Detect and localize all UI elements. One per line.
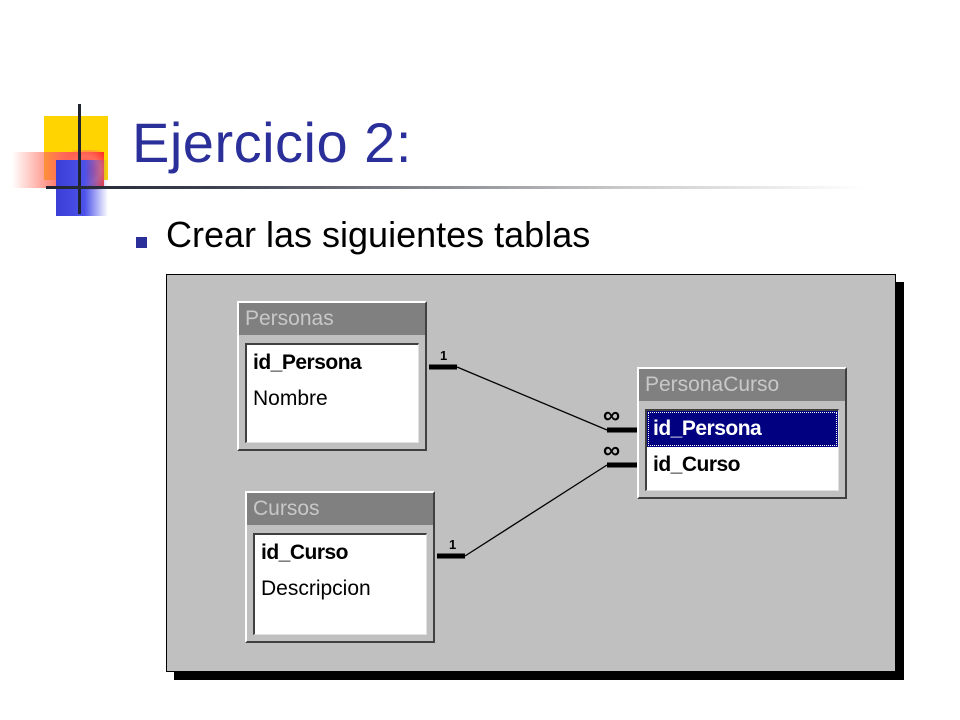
relation-personas-line[interactable] <box>456 366 608 431</box>
field-id-persona[interactable]: id_Persona <box>253 351 362 374</box>
cardinality-many-label: ∞ <box>603 437 620 464</box>
cardinality-one-label: 1 <box>440 348 447 363</box>
relation-cursos-line[interactable] <box>464 464 608 557</box>
table-cursos[interactable]: Cursos id_Curso Descripcion <box>245 491 435 643</box>
field-list[interactable]: id_Curso Descripcion <box>253 533 427 635</box>
title-ornament-vertical-line <box>78 104 81 214</box>
table-personas[interactable]: Personas id_Persona Nombre <box>237 301 427 451</box>
bullet-square-icon <box>136 237 147 248</box>
cardinality-one-label: 1 <box>449 537 456 552</box>
field-nombre[interactable]: Nombre <box>253 387 328 410</box>
field-list[interactable]: id_Persona Nombre <box>245 343 419 443</box>
field-id-curso[interactable]: id_Curso <box>653 453 741 476</box>
cardinality-many-label: ∞ <box>603 402 620 429</box>
table-title[interactable]: PersonaCurso <box>639 369 845 401</box>
bullet-text: Crear las siguientes tablas <box>166 214 591 255</box>
relationships-canvas: 1 ∞ 1 ∞ Personas id_Persona Nombre Curso… <box>166 274 896 672</box>
slide-title: Ejercicio 2: <box>132 111 412 174</box>
table-personacurso[interactable]: PersonaCurso id_Persona id_Curso <box>637 367 847 499</box>
field-list[interactable]: id_Persona id_Curso <box>645 409 839 491</box>
title-underline <box>46 186 866 189</box>
field-descripcion[interactable]: Descripcion <box>261 577 371 600</box>
relationship-lines: 1 ∞ 1 ∞ <box>429 348 637 559</box>
table-title[interactable]: Personas <box>239 303 425 335</box>
field-id-persona-selected[interactable]: id_Persona <box>647 411 838 447</box>
field-id-curso[interactable]: id_Curso <box>261 541 349 564</box>
table-title[interactable]: Cursos <box>247 493 433 525</box>
